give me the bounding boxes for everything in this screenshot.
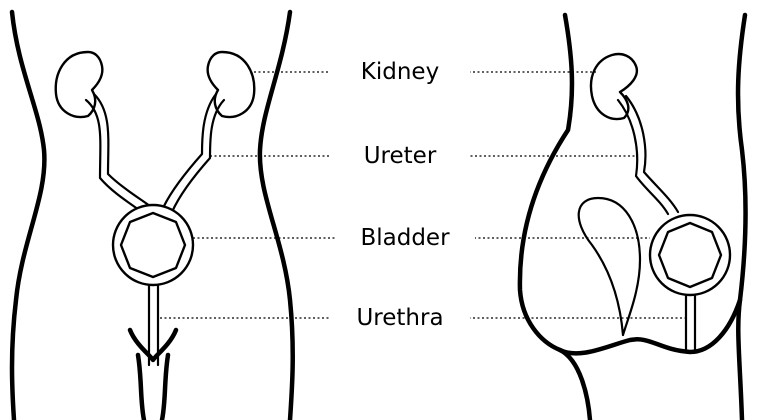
- side-view: [520, 15, 746, 420]
- front-kidney-left: [56, 52, 103, 117]
- front-bladder-inner: [121, 213, 185, 277]
- side-uterus: [579, 198, 640, 335]
- front-view: [12, 12, 293, 420]
- side-buttock-contour: [560, 300, 740, 353]
- side-kidney: [591, 54, 637, 119]
- urethra-label: Urethra: [330, 304, 470, 332]
- front-body-outline-right: [260, 12, 293, 420]
- front-body-outline-left: [12, 12, 44, 420]
- ureter-label: Ureter: [330, 142, 470, 170]
- front-genitalia: [130, 330, 176, 420]
- side-body-outline-front: [738, 15, 746, 420]
- side-bladder-inner: [659, 223, 721, 287]
- front-ureter-right-inner: [164, 94, 216, 206]
- kidney-label: Kidney: [330, 58, 470, 86]
- bladder-label: Bladder: [335, 224, 475, 252]
- front-ureter-left-inner: [94, 94, 150, 206]
- front-kidney-right: [208, 52, 255, 117]
